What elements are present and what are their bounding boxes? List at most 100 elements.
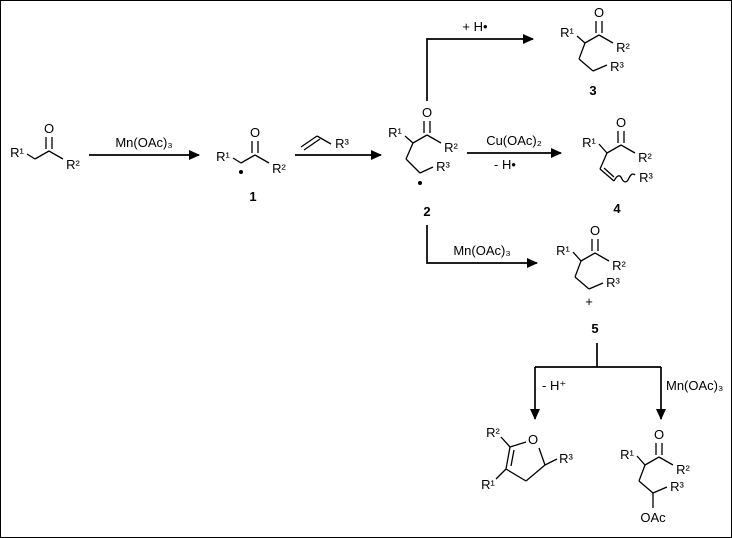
bond xyxy=(525,464,546,482)
arrow-h-abstraction: + H• xyxy=(426,19,534,101)
bond xyxy=(544,458,558,466)
cc-double-bond-line xyxy=(603,167,615,178)
bond xyxy=(509,441,527,448)
bond xyxy=(574,276,590,290)
cc-double-bond-line xyxy=(599,168,615,182)
r2-label: R² xyxy=(616,40,630,55)
bond xyxy=(644,456,660,466)
bond xyxy=(572,251,582,262)
r2-label: R² xyxy=(272,161,286,176)
lose-proton-label: - H⁺ xyxy=(542,378,566,393)
structure-product-4: R¹ O R² R³ 4 xyxy=(582,115,653,216)
bond xyxy=(419,166,434,174)
bond xyxy=(599,152,608,170)
arrow-mn-oxidation-1: Mn(OAc)₃ xyxy=(89,135,200,160)
lose-h-radical-label: - H• xyxy=(494,157,516,172)
r1-label: R¹ xyxy=(582,135,596,150)
bond xyxy=(404,135,414,144)
ring-o-label: O xyxy=(528,432,538,447)
carbonyl-o-label: O xyxy=(616,115,626,130)
bond xyxy=(598,34,614,44)
bond xyxy=(598,143,608,154)
r1-label: R¹ xyxy=(481,477,495,492)
add-h-label: + H• xyxy=(462,19,488,34)
bond xyxy=(580,252,596,262)
r2-label: R² xyxy=(444,140,458,155)
r2-label: R² xyxy=(66,157,80,172)
carbonyl-o-label: O xyxy=(654,427,664,442)
bond xyxy=(638,464,646,482)
mn-reagent-label: Mn(OAc)₃ xyxy=(453,243,510,258)
bond xyxy=(578,58,594,72)
carbonyl-o-label: O xyxy=(250,125,260,140)
radical-dot xyxy=(418,181,422,185)
structure-cation-5: R¹ O R² R³ + 5 xyxy=(556,223,626,336)
bond xyxy=(48,150,64,160)
bond xyxy=(606,144,622,154)
bond xyxy=(592,64,608,72)
structure-product-3: R¹ O R² R³ 3 xyxy=(560,5,630,98)
r1-label: R¹ xyxy=(216,149,230,164)
bond xyxy=(405,158,421,174)
structure-dihydrofuran-product: O R² R¹ R³ xyxy=(481,425,573,492)
r3-label: R³ xyxy=(639,170,653,185)
arrow-cu-oxidation: Cu(OAc)₂ - H• xyxy=(467,133,562,172)
alkene-r3-label: R³ xyxy=(335,136,349,151)
structure-radical-2: R¹ O R² R³ 2 xyxy=(388,105,458,219)
r3-label: R³ xyxy=(606,275,620,290)
bond xyxy=(240,154,256,164)
bond xyxy=(26,153,36,160)
structure-acetate-product: R¹ O R² R³ OAc xyxy=(620,427,690,525)
bond xyxy=(505,468,527,482)
r2-label: R² xyxy=(676,462,690,477)
r1-label: R¹ xyxy=(556,243,570,258)
arrow-mn-oxidation-2: Mn(OAc)₃ xyxy=(426,225,538,268)
r1-label: R¹ xyxy=(620,447,634,462)
alkene-double-bond-line xyxy=(303,138,321,151)
oac-label: OAc xyxy=(640,510,666,525)
r3-label: R³ xyxy=(610,59,624,74)
r2-label: R² xyxy=(638,150,652,165)
compound-number-1: 1 xyxy=(249,189,256,204)
bond xyxy=(588,282,604,290)
bond xyxy=(232,157,242,164)
cc-double-bond-line xyxy=(505,446,511,470)
compound-number-4: 4 xyxy=(613,201,621,216)
r3-label: R³ xyxy=(436,159,450,174)
compound-number-5: 5 xyxy=(591,321,598,336)
bond xyxy=(594,252,610,262)
cu-reagent-label: Cu(OAc)₂ xyxy=(486,133,542,148)
alkene-double-bond-line xyxy=(300,135,318,148)
bond xyxy=(500,436,511,448)
r3-label: R³ xyxy=(670,479,684,494)
cc-double-bond-line xyxy=(510,449,515,467)
r1-label: R¹ xyxy=(560,25,574,40)
bond xyxy=(620,144,636,154)
bond xyxy=(538,447,546,466)
plus-charge-label: + xyxy=(585,294,593,309)
bond xyxy=(34,150,50,160)
bond xyxy=(658,456,674,466)
bond xyxy=(574,260,582,278)
bond xyxy=(584,34,600,44)
bond xyxy=(578,42,586,60)
carbonyl-o-label: O xyxy=(590,223,600,238)
reaction-arrow xyxy=(426,225,538,268)
bond xyxy=(316,135,332,145)
carbonyl-o-label: O xyxy=(44,121,54,136)
structure-starting-ketone: R¹ O R² xyxy=(10,121,80,172)
structure-radical-1: R¹ O R² 1 xyxy=(216,125,286,204)
bond xyxy=(426,134,442,144)
bond xyxy=(412,134,428,144)
carbonyl-o-label: O xyxy=(594,5,604,20)
compound-number-2: 2 xyxy=(423,204,430,219)
bond xyxy=(636,455,646,466)
arrow-alkene-addition: R³ xyxy=(295,135,382,160)
mn-reagent-label: Mn(OAc)₃ xyxy=(115,135,172,150)
carbonyl-o-label: O xyxy=(422,105,432,120)
bond xyxy=(652,486,668,494)
bond xyxy=(576,35,586,44)
r1-label: R¹ xyxy=(10,145,24,160)
